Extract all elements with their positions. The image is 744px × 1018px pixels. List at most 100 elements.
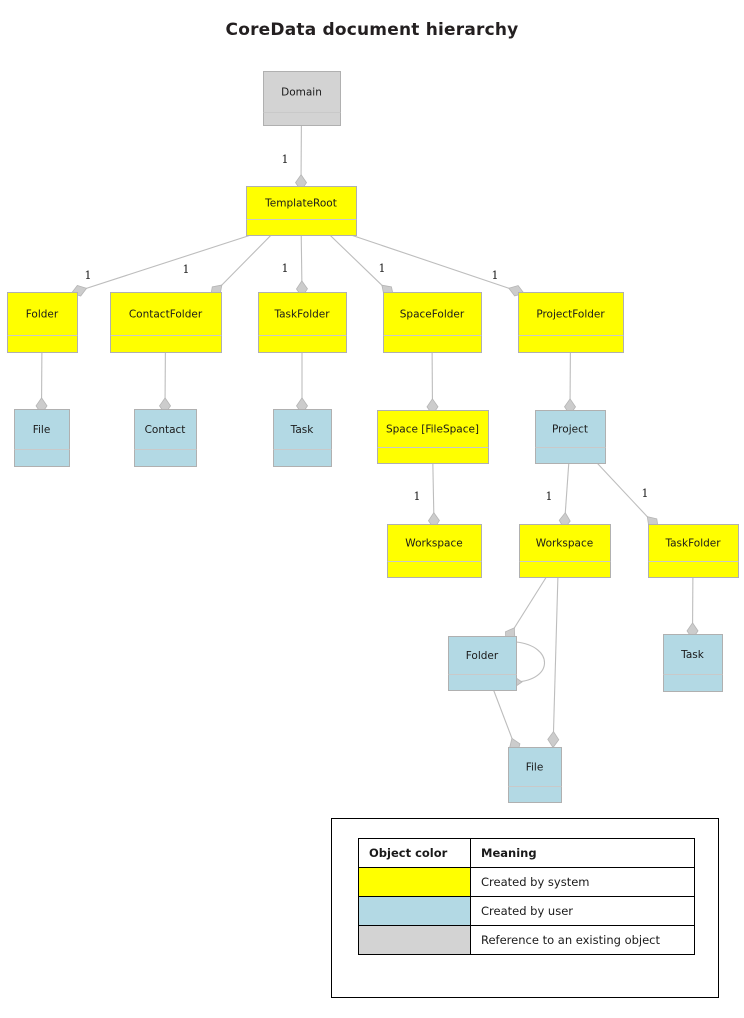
node-projectfolder[interactable]: ProjectFolder xyxy=(518,292,624,353)
node-workspace-2[interactable]: Workspace xyxy=(519,524,611,578)
edge-multiplicity-label: 1 xyxy=(379,262,386,275)
node-label: Space [FileSpace] xyxy=(386,424,479,436)
edge-folder-2-to-file-2 xyxy=(493,689,521,754)
node-box xyxy=(134,409,197,467)
edge-multiplicity-label: 1 xyxy=(282,262,289,275)
edge-multiplicity-label: 1 xyxy=(85,269,92,282)
node-label: ProjectFolder xyxy=(536,309,605,321)
node-box xyxy=(110,292,222,353)
node-box xyxy=(508,747,562,803)
node-box xyxy=(246,186,357,236)
node-label: Workspace xyxy=(405,538,462,550)
node-contact[interactable]: Contact xyxy=(134,409,197,467)
node-label: Project xyxy=(552,424,588,436)
node-label: TemplateRoot xyxy=(264,198,337,210)
node-box xyxy=(273,409,332,467)
node-spacefolder[interactable]: SpaceFolder xyxy=(383,292,482,353)
node-box xyxy=(519,524,611,578)
edge-spacefolder-to-space xyxy=(426,351,439,416)
aggregation-diamond xyxy=(547,730,560,749)
legend-color-swatch-system xyxy=(358,867,471,897)
node-taskfolder-top[interactable]: TaskFolder xyxy=(258,292,347,353)
node-label: Domain xyxy=(281,87,322,99)
node-box xyxy=(14,409,70,467)
node-label: Folder xyxy=(26,309,59,321)
node-box xyxy=(263,71,341,126)
node-folder-top[interactable]: Folder xyxy=(7,292,78,353)
node-label: Task xyxy=(680,649,705,661)
legend-header-meaning: Meaning xyxy=(470,838,695,868)
legend-header-row: Object color Meaning xyxy=(358,838,695,868)
edge-taskfolder-top-to-task-1 xyxy=(296,352,308,415)
edge-multiplicity-label: 1 xyxy=(414,490,421,503)
edge-multiplicity-label: 1 xyxy=(546,490,553,503)
legend-row: Created by user xyxy=(358,896,695,926)
edge-path xyxy=(68,234,252,295)
node-label: TaskFolder xyxy=(273,309,330,321)
edge-templateroot-to-folder-top xyxy=(68,234,252,297)
node-task-2[interactable]: Task xyxy=(663,634,723,692)
node-box xyxy=(518,292,624,353)
node-label: Workspace xyxy=(536,538,593,550)
legend-header-object-color: Object color xyxy=(358,838,471,868)
legend-color-swatch-reference xyxy=(358,925,471,955)
edge-path xyxy=(596,462,657,527)
node-box xyxy=(377,410,489,464)
node-label: Contact xyxy=(145,424,186,436)
edge-workspace-2-to-folder-2 xyxy=(505,576,547,643)
edge-folder-top-to-file-1 xyxy=(35,351,48,415)
edge-taskfolder-2-to-task-2 xyxy=(686,576,699,640)
edge-path xyxy=(350,234,527,295)
node-box xyxy=(663,634,723,692)
edge-project-to-taskfolder-2 xyxy=(596,462,659,529)
edge-path xyxy=(552,576,559,750)
node-project[interactable]: Project xyxy=(535,410,606,464)
legend-row: Reference to an existing object xyxy=(358,925,695,955)
legend-color-swatch-user xyxy=(358,896,471,926)
edge-path xyxy=(212,234,272,295)
node-label: Task xyxy=(290,424,315,436)
node-contactfolder[interactable]: ContactFolder xyxy=(110,292,222,353)
node-workspace-1[interactable]: Workspace xyxy=(387,524,482,578)
node-domain[interactable]: Domain xyxy=(263,71,341,126)
edge-workspace-2-to-file-2 xyxy=(547,576,560,750)
node-taskfolder-2[interactable]: TaskFolder xyxy=(648,524,739,578)
edge-contactfolder-to-contact xyxy=(159,351,172,415)
edge-projectfolder-to-project xyxy=(564,351,577,416)
node-file-1[interactable]: File xyxy=(14,409,70,467)
node-label: File xyxy=(33,424,51,436)
node-templateroot[interactable]: TemplateRoot xyxy=(246,186,357,236)
legend-meaning-text: Created by user xyxy=(470,896,695,926)
node-task-1[interactable]: Task xyxy=(273,409,332,467)
node-box xyxy=(258,292,347,353)
node-label: SpaceFolder xyxy=(400,309,465,321)
legend-meaning-text: Created by system xyxy=(470,867,695,897)
legend-meaning-text: Reference to an existing object xyxy=(470,925,695,955)
node-folder-2[interactable]: Folder xyxy=(448,636,517,691)
node-label: TaskFolder xyxy=(664,538,721,550)
node-label: ContactFolder xyxy=(129,309,203,321)
page-title: CoreData document hierarchy xyxy=(225,20,519,40)
node-box xyxy=(387,524,482,578)
node-file-2[interactable]: File xyxy=(508,747,562,803)
node-space[interactable]: Space [FileSpace] xyxy=(377,410,489,464)
node-box xyxy=(448,636,517,691)
edge-path xyxy=(329,234,392,295)
node-box xyxy=(7,292,78,353)
node-label: File xyxy=(526,762,544,774)
edge-path xyxy=(515,641,545,683)
edge-multiplicity-label: 1 xyxy=(282,153,289,166)
edge-multiplicity-label: 1 xyxy=(492,269,499,282)
edge-domain-to-templateroot xyxy=(295,124,308,192)
node-box xyxy=(648,524,739,578)
node-box xyxy=(383,292,482,353)
edge-multiplicity-label: 1 xyxy=(642,487,649,500)
node-box xyxy=(535,410,606,464)
edge-project-to-workspace-2 xyxy=(558,462,571,530)
